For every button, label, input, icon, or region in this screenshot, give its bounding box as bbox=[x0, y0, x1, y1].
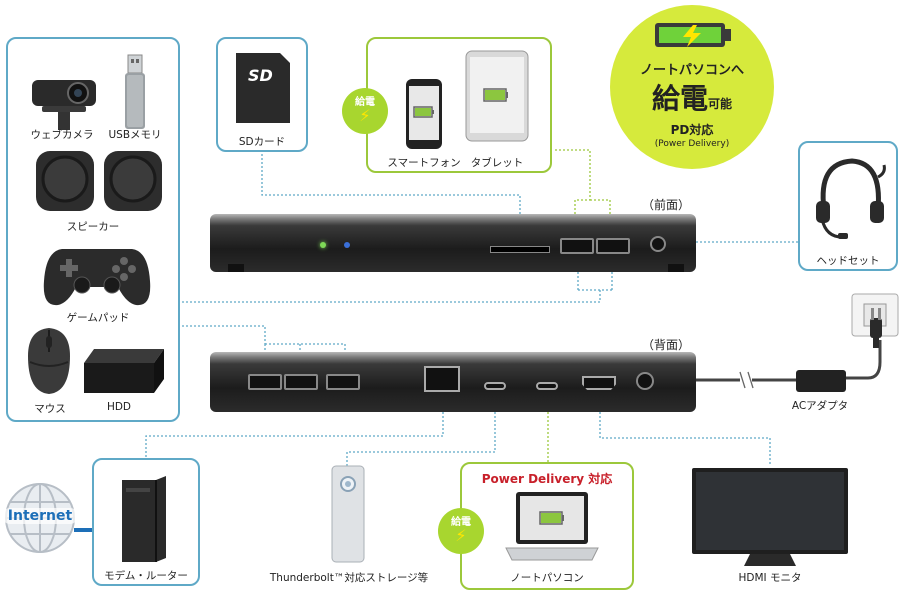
hdmi-monitor-label: HDMI モニタ bbox=[738, 572, 802, 584]
charge-badge-text: 給電 bbox=[355, 97, 375, 108]
router-icon bbox=[122, 476, 166, 562]
laptop-label: ノートパソコン bbox=[510, 572, 584, 584]
tablet-icon bbox=[465, 50, 529, 142]
status-led bbox=[344, 242, 350, 248]
gamepad-label: ゲームパッド bbox=[66, 312, 130, 324]
usb-memory-icon bbox=[125, 54, 145, 129]
sd-logo: SD bbox=[248, 66, 273, 85]
sd-card-icon: SD bbox=[236, 53, 290, 123]
dock-foot-right bbox=[668, 264, 684, 272]
pd-usb-c-port bbox=[536, 382, 558, 390]
headset-box: ヘッドセット bbox=[798, 141, 898, 271]
charge-badge-top: 給電 ⚡ bbox=[342, 88, 388, 134]
peripherals-panel: ウェブカメラ USBメモリ スピーカー ゲームパッド マウス HDD bbox=[6, 37, 180, 422]
dock-rear bbox=[210, 352, 696, 412]
headset-icon bbox=[816, 158, 886, 239]
mouse-label: マウス bbox=[34, 403, 66, 415]
power-led bbox=[320, 242, 326, 248]
hdmi-port bbox=[582, 376, 616, 390]
battery-icon bbox=[655, 23, 731, 47]
lightning-icon-bottom: ⚡ bbox=[455, 526, 467, 545]
promo-line4: (Power Delivery) bbox=[654, 139, 730, 149]
thunderbolt-storage-icon bbox=[331, 465, 365, 563]
promo-line2: 給電可能 bbox=[610, 77, 774, 117]
speaker-label: スピーカー bbox=[66, 221, 120, 233]
thunderbolt-port bbox=[484, 382, 506, 390]
promo-small: 可能 bbox=[708, 97, 733, 111]
dock-foot-left bbox=[228, 264, 244, 272]
front-usb-port-1 bbox=[560, 238, 594, 254]
front-label: （前面） bbox=[641, 198, 690, 212]
sd-card-label: SDカード bbox=[238, 136, 286, 148]
dock-front bbox=[210, 214, 696, 272]
hdd-icon bbox=[84, 349, 164, 393]
promo-line1: ノートパソコンへ bbox=[639, 63, 744, 78]
webcam-icon bbox=[32, 80, 96, 130]
ac-adapter-icon bbox=[796, 370, 846, 392]
lightning-icon: ⚡ bbox=[359, 106, 371, 125]
pd-promo-circle: ノートパソコンへ 給電可能 PD対応 (Power Delivery) bbox=[610, 5, 774, 169]
pd-title: Power Delivery 対応 bbox=[481, 472, 613, 486]
ethernet-port bbox=[424, 366, 460, 392]
charge-badge-bottom: 給電 ⚡ bbox=[438, 508, 484, 554]
webcam-label: ウェブカメラ bbox=[30, 129, 94, 141]
speaker-icon bbox=[36, 151, 162, 211]
promo-big: 給電 bbox=[651, 82, 708, 115]
smartphone-label: スマートフォン bbox=[387, 157, 461, 169]
hdd-label: HDD bbox=[106, 401, 132, 413]
sd-slot bbox=[490, 246, 550, 253]
internet-badge: Internet bbox=[2, 508, 78, 524]
dc-in-port bbox=[636, 372, 654, 390]
mouse-icon bbox=[28, 328, 70, 394]
headset-label: ヘッドセット bbox=[816, 255, 880, 267]
charge-badge-bottom-text: 給電 bbox=[451, 517, 471, 528]
tablet-label: タブレット bbox=[470, 157, 524, 169]
modem-label: モデム・ルーター bbox=[104, 570, 188, 582]
front-usb-port-2 bbox=[596, 238, 630, 254]
headset-jack bbox=[650, 236, 666, 252]
rear-usb-port-2 bbox=[284, 374, 318, 390]
hdmi-monitor-icon bbox=[692, 468, 848, 566]
pd-laptop-box: Power Delivery 対応 ノートパソコン bbox=[460, 462, 634, 590]
laptop-icon bbox=[505, 492, 599, 561]
sd-card-box: SD SDカード bbox=[216, 37, 308, 152]
ac-adapter-label: ACアダプタ bbox=[791, 400, 849, 412]
phone-icon bbox=[406, 79, 442, 149]
rear-label: （背面） bbox=[641, 338, 690, 352]
gamepad-icon bbox=[43, 249, 151, 306]
rear-usb-port-1 bbox=[248, 374, 282, 390]
usb-memory-label: USBメモリ bbox=[108, 129, 162, 141]
wall-outlet-icon bbox=[851, 293, 899, 348]
rear-usb-port-3 bbox=[326, 374, 360, 390]
charging-devices-box: スマートフォン タブレット bbox=[366, 37, 552, 173]
promo-line3: PD対応 bbox=[670, 123, 714, 137]
modem-box: モデム・ルーター bbox=[92, 458, 200, 586]
thunderbolt-label: Thunderbolt™対応ストレージ等 bbox=[269, 572, 429, 584]
